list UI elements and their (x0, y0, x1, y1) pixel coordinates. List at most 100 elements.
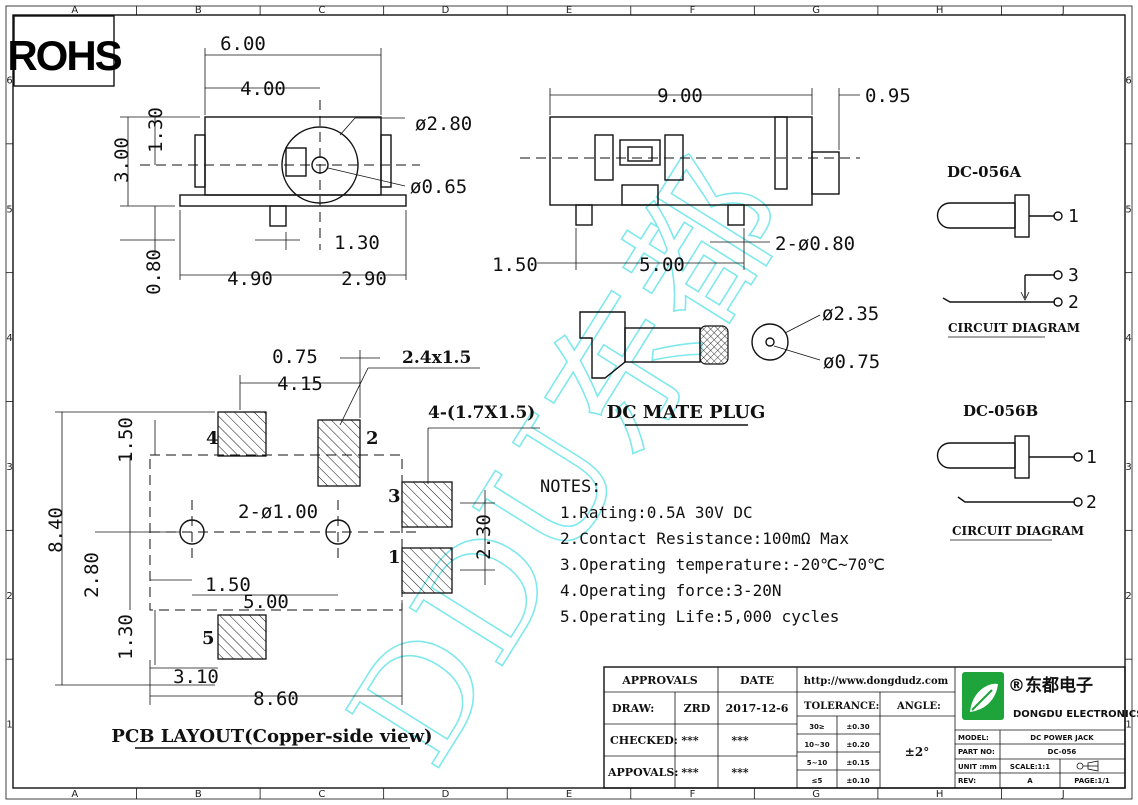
border-col-top-E: E (566, 5, 572, 16)
tb-draw-date: 2017-12-6 (726, 702, 789, 715)
circuit-b-pin1: 1 (1086, 447, 1097, 468)
circuit-b-label: CIRCUIT DIAGRAM (952, 524, 1084, 538)
tb-part-label: PART NO: (958, 748, 995, 756)
border-row-left-2: 2 (6, 591, 12, 602)
title-block (603, 666, 1126, 789)
model-a-label: DC-056A (947, 163, 1021, 181)
dim-1-50-vert: 1.50 (115, 417, 137, 463)
side-view (520, 88, 860, 270)
tb-appovals-label: APPOVALS: (607, 766, 678, 779)
circuit-diagram-a (936, 194, 1063, 338)
tb-approvals: APPROVALS (621, 674, 698, 687)
dim-4-90: 4.90 (227, 268, 273, 290)
front-view (120, 48, 420, 280)
tb-date: DATE (740, 674, 774, 687)
dim-5-00-pcb: 5.00 (243, 591, 289, 613)
tb-page: PAGE:1/1 (1074, 777, 1110, 785)
circuit-b-pin2: 2 (1086, 492, 1097, 513)
tb-appovals-by: *** (681, 766, 699, 779)
circuit-diagram-b (936, 435, 1083, 541)
border-col-bottom-J: J (1061, 789, 1065, 800)
dim-4-15: 4.15 (277, 373, 323, 395)
pad-label-4: 4 (206, 428, 219, 449)
border-row-left-1: 1 (6, 720, 12, 731)
tb-rev-value: A (1027, 777, 1033, 785)
pad-label-3: 3 (388, 486, 401, 507)
tb-tolerance-label: TOLERANCE: (804, 701, 879, 712)
tb-tol-range-4: ≤5 (812, 777, 823, 785)
pad-label-1: 1 (388, 547, 401, 568)
pcb-layout-label: PCB LAYOUT(Copper-side view) (111, 726, 432, 747)
rohs-text: ROHS (7, 32, 121, 79)
border-row-left-5: 5 (6, 204, 12, 215)
dim-2-80: 2.80 (81, 552, 103, 598)
dim-0-80: 0.80 (143, 249, 165, 295)
border-row-left-4: 4 (6, 333, 12, 344)
tb-checked-by: *** (681, 734, 699, 747)
border-row-right-6: 6 (1125, 75, 1131, 86)
border-col-top-H: H (936, 5, 944, 16)
tb-tol-range-3: 5~10 (807, 759, 828, 767)
border-col-top-D: D (442, 5, 450, 16)
dim-1-30-vert: 1.30 (145, 107, 167, 153)
dim-5-00-side: 5.00 (639, 254, 685, 276)
model-b-label: DC-056B (963, 402, 1038, 420)
border-row-left-6: 6 (6, 75, 12, 86)
border-col-top-J: J (1061, 5, 1065, 16)
note-2: 2.Contact Resistance:100mΩ Max (560, 529, 849, 548)
tb-tol-value-4: ±0.10 (846, 777, 869, 785)
border-col-bottom-H: H (936, 789, 944, 800)
border-row-right-5: 5 (1125, 204, 1131, 215)
circuit-a-pin2: 2 (1068, 292, 1079, 313)
tb-checked-date: *** (731, 734, 749, 747)
pad-label-5: 5 (202, 628, 215, 649)
outer-frame (5, 5, 1133, 800)
border-col-top-C: C (318, 5, 325, 16)
border-col-top-G: G (812, 5, 820, 16)
tb-url: http://www.dongdudz.com (804, 676, 949, 687)
dim-9-00: 9.00 (657, 85, 703, 107)
border-col-bottom-D: D (442, 789, 450, 800)
pad-label-2: 2 (366, 428, 379, 449)
tb-tol-range-1: 30≥ (809, 723, 825, 731)
dim-d0-65: ø0.65 (410, 176, 467, 198)
pad-size-small: 4-(1.7X1.5) (428, 403, 535, 423)
border-col-bottom-A: A (71, 789, 78, 800)
dim-2-90: 2.90 (341, 268, 387, 290)
tb-draw-by: ZRD (684, 702, 711, 715)
tb-scale: SCALE:1:1 (1010, 763, 1050, 771)
border-row-right-1: 1 (1125, 720, 1131, 731)
border-col-bottom-F: F (690, 789, 696, 800)
pcb-layout (55, 350, 540, 749)
border-row-right-2: 2 (1125, 591, 1131, 602)
dim-1-30-pcb: 1.30 (115, 614, 137, 660)
border-col-bottom-C: C (318, 789, 325, 800)
dim-8-60: 8.60 (253, 688, 299, 710)
tb-tol-range-2: 10~30 (804, 741, 829, 749)
dim-4-00: 4.00 (240, 78, 286, 100)
border-row-right-3: 3 (1125, 462, 1131, 473)
note-3: 3.Operating temperature:-20℃~70℃ (560, 555, 885, 574)
tb-part-value: DC-056 (1048, 748, 1077, 756)
tb-tol-value-3: ±0.15 (846, 759, 869, 767)
border-col-top-B: B (195, 5, 202, 16)
border-col-bottom-E: E (566, 789, 572, 800)
dim-2-d0-80: 2-ø0.80 (775, 233, 855, 255)
dim-2-30: 2.30 (473, 514, 495, 560)
dim-3-00: 3.00 (111, 137, 133, 183)
dim-6-00: 6.00 (220, 33, 266, 55)
dim-d0-75: ø0.75 (823, 351, 880, 373)
circuit-a-pin3: 3 (1068, 265, 1079, 286)
dim-0-75: 0.75 (272, 346, 318, 368)
border-col-top-A: A (71, 5, 78, 16)
dim-d2-35: ø2.35 (822, 303, 879, 325)
border-row-right-4: 4 (1125, 333, 1131, 344)
dim-0-95: 0.95 (865, 85, 911, 107)
tb-rev-label: REV: (958, 777, 976, 785)
border-row-left-3: 3 (6, 462, 12, 473)
tb-unit: UNIT :mm (958, 763, 997, 771)
rohs-badge (13, 15, 115, 87)
border-col-bottom-G: G (812, 789, 820, 800)
dim-d2-80: ø2.80 (415, 113, 472, 135)
